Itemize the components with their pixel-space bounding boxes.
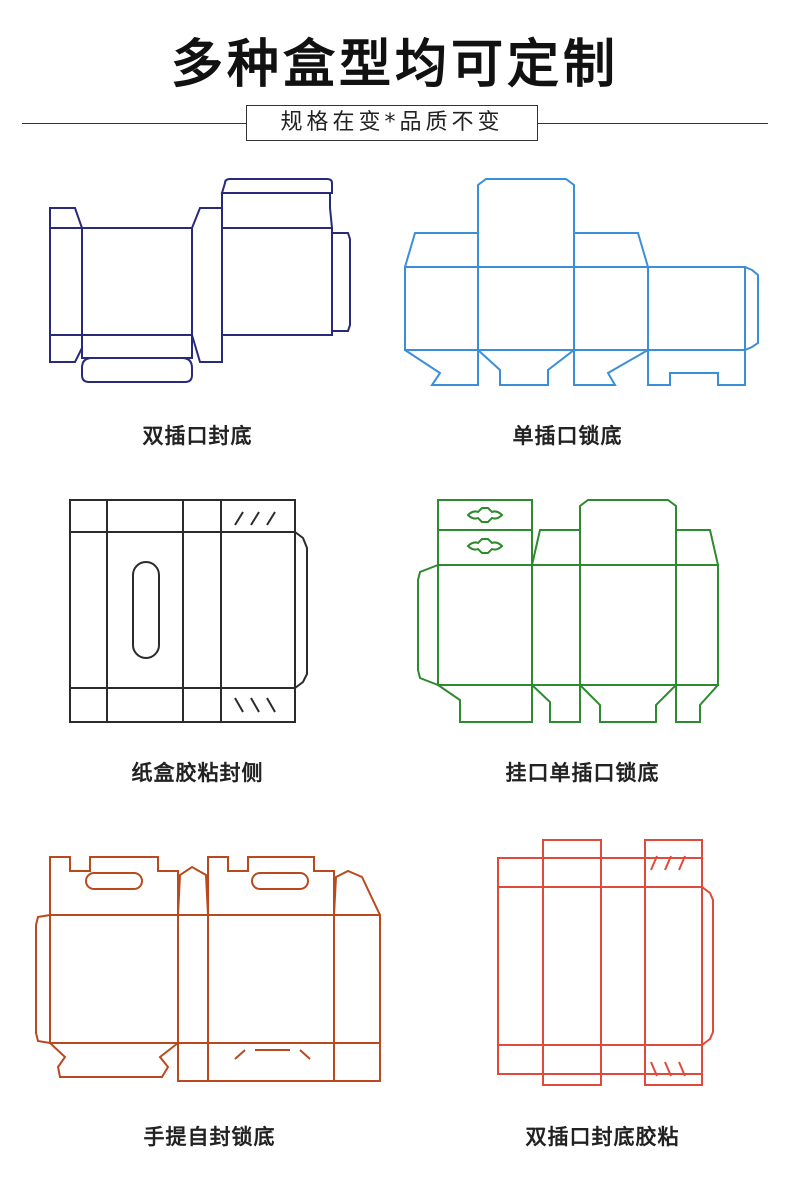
caption-handle-lock: 手提自封锁底 bbox=[143, 1125, 276, 1149]
dieline-double-tuck-glued bbox=[497, 839, 714, 1086]
dieline-single-tuck-lock bbox=[404, 178, 759, 386]
dieline-hang-tab-lock bbox=[417, 499, 719, 723]
dieline-glued-side bbox=[69, 499, 308, 723]
page-title: 多种盒型均可定制 bbox=[170, 35, 619, 95]
box-diagram-handle-lock bbox=[30, 845, 395, 1090]
caption-hang-tab-lock: 挂口单插口锁底 bbox=[505, 761, 660, 785]
dieline-double-tuck bbox=[49, 178, 351, 383]
caption-double-tuck: 双插口封底 bbox=[142, 424, 253, 448]
dieline-handle-lock bbox=[35, 856, 381, 1082]
caption-single-tuck-lock: 单插口锁底 bbox=[512, 424, 623, 448]
box-diagram-double-tuck bbox=[40, 175, 360, 390]
divider-left bbox=[22, 123, 246, 124]
box-diagram-single-tuck-lock bbox=[400, 175, 765, 395]
caption-glued-side: 纸盒胶粘封侧 bbox=[131, 761, 264, 785]
subtitle-badge: 规格在变*品质不变 bbox=[246, 105, 538, 141]
box-diagram-glued-side bbox=[55, 490, 320, 730]
divider-right bbox=[538, 123, 768, 124]
box-diagram-hang-tab-lock bbox=[410, 490, 730, 730]
box-diagram-double-tuck-glued bbox=[485, 830, 725, 1095]
caption-double-tuck-glued: 双插口封底胶粘 bbox=[525, 1125, 680, 1149]
